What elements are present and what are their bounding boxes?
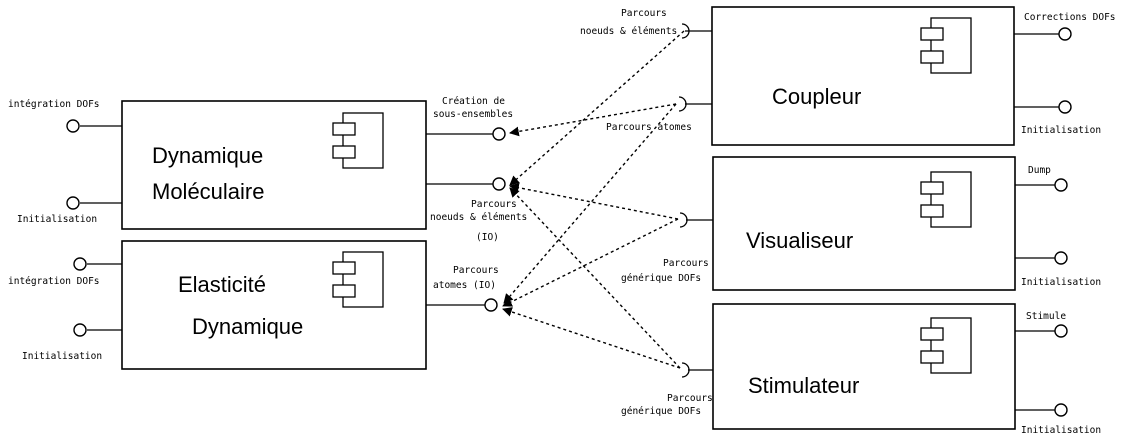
port-label: générique DOFs bbox=[621, 273, 701, 284]
port-label: sous-ensembles bbox=[433, 109, 513, 120]
port-label: Initialisation bbox=[22, 351, 102, 362]
port-label: noeuds & éléments bbox=[580, 26, 677, 37]
component-coupleur: Coupleur Parcours noeuds & éléments Parc… bbox=[580, 6, 1116, 146]
component-icon bbox=[332, 251, 384, 308]
port-initialisation bbox=[1058, 100, 1072, 114]
component-icon bbox=[920, 171, 972, 228]
component-dynamique-moleculaire: Dynamique Moléculaire intégration DOFs I… bbox=[8, 96, 527, 243]
port-label: Parcours atomes bbox=[606, 122, 692, 133]
component-name: Coupleur bbox=[772, 84, 861, 109]
component-name-line1: Dynamique bbox=[152, 143, 263, 168]
port-parcours-noeuds-elements bbox=[492, 177, 506, 191]
port-label: Initialisation bbox=[1021, 277, 1101, 288]
port-stimule bbox=[1054, 324, 1068, 338]
dependency-arrow bbox=[509, 30, 685, 186]
dependency-arrow bbox=[509, 182, 679, 220]
port-label: Initialisation bbox=[1021, 125, 1101, 136]
port-label: générique DOFs bbox=[621, 406, 701, 417]
component-icon bbox=[332, 112, 384, 169]
port-label: Création de bbox=[442, 96, 505, 107]
dependency-arrow bbox=[502, 218, 679, 307]
component-elasticite-dynamique: Elasticité Dynamique intégration DOFs In… bbox=[8, 240, 499, 370]
dependency-arrow bbox=[503, 103, 677, 304]
port-label: Parcours bbox=[663, 258, 709, 269]
component-name: Stimulateur bbox=[748, 373, 859, 398]
port-integration-dofs bbox=[73, 257, 87, 271]
port-integration-dofs bbox=[66, 119, 80, 133]
component-name-line2: Dynamique bbox=[192, 314, 303, 339]
component-name-line1: Elasticité bbox=[178, 272, 266, 297]
component-visualiseur: Visualiseur Parcours générique DOFs Dump… bbox=[621, 156, 1101, 291]
port-dump bbox=[1054, 178, 1068, 192]
dependency-arrow bbox=[502, 307, 681, 369]
component-name: Visualiseur bbox=[746, 228, 853, 253]
port-creation-sous-ensembles bbox=[492, 127, 506, 141]
port-label: noeuds & éléments bbox=[430, 212, 527, 223]
port-corrections-dofs bbox=[1058, 27, 1072, 41]
required-interface bbox=[681, 362, 690, 378]
port-label: Dump bbox=[1028, 165, 1051, 176]
dependency-arrow bbox=[509, 187, 681, 369]
port-parcours-atomes-io bbox=[484, 298, 498, 312]
dependency-arrows bbox=[502, 30, 685, 369]
port-initialisation bbox=[66, 196, 80, 210]
port-initialisation bbox=[1054, 403, 1068, 417]
port-initialisation bbox=[1054, 251, 1068, 265]
port-label: Parcours bbox=[667, 393, 713, 404]
component-icon bbox=[920, 317, 972, 374]
port-label: Initialisation bbox=[1021, 425, 1101, 435]
port-label: Parcours bbox=[471, 199, 517, 210]
required-interface bbox=[678, 96, 687, 112]
required-interface bbox=[681, 23, 690, 39]
port-label: intégration DOFs bbox=[8, 276, 100, 287]
port-initialisation bbox=[73, 323, 87, 337]
port-label: intégration DOFs bbox=[8, 99, 100, 110]
port-label: Initialisation bbox=[17, 214, 97, 225]
port-label: atomes (IO) bbox=[433, 280, 496, 291]
required-interface bbox=[679, 212, 688, 228]
component-icon bbox=[920, 17, 972, 74]
dependency-arrow bbox=[509, 103, 677, 137]
port-label: Parcours bbox=[453, 265, 499, 276]
component-name-line2: Moléculaire bbox=[152, 179, 265, 204]
port-label: Parcours bbox=[621, 8, 667, 19]
component-stimulateur: Stimulateur Parcours générique DOFs Stim… bbox=[621, 303, 1101, 435]
port-label: Stimule bbox=[1026, 311, 1066, 322]
port-label: (IO) bbox=[476, 232, 499, 243]
port-label: Corrections DOFs bbox=[1024, 12, 1116, 23]
